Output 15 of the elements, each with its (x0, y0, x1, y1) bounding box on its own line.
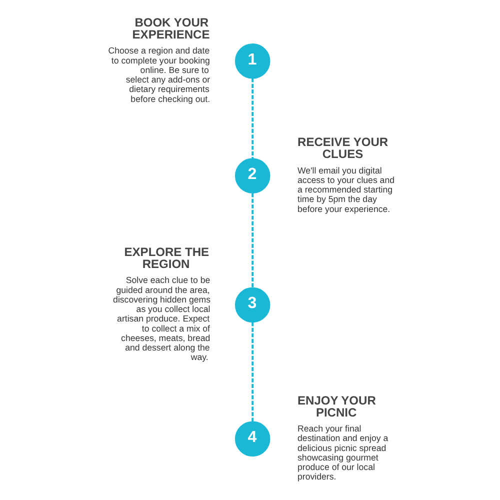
node-label: Reach your final destination and enjoy a delicious picnic spread showcasing gourmet produce of our local providers. (298, 424, 388, 482)
connector (252, 322, 254, 422)
node-label: RECEIVE YOUR CLUES (298, 135, 388, 162)
connector (252, 78, 254, 159)
node-label: BOOK YOUR EXPERIENCE (132, 16, 210, 42)
node-label: We'll email you digital access to your clues and a recommended starting time by 5pm the day before your experience. (298, 165, 395, 214)
node-label: Choose a region and date to complete your booking online. Be sure to select any add-ons or dietary requirements before checking out. (108, 46, 210, 104)
node-label: Solve each clue to be guided around the area, discovering hidden gems as you collect local artisan produce. Expect to collect a mix of cheeses, meats, bread and dessert along the way. (113, 275, 211, 362)
connector (252, 193, 254, 288)
node-circle: 2 (234, 158, 270, 194)
node-circle: 3 (234, 287, 270, 323)
node-label: ENJOY YOUR PICNIC (298, 393, 376, 420)
node-circle: 1 (234, 43, 270, 79)
node-label: EXPLORE THE REGION (124, 245, 210, 272)
node-circle: 4 (234, 421, 270, 457)
